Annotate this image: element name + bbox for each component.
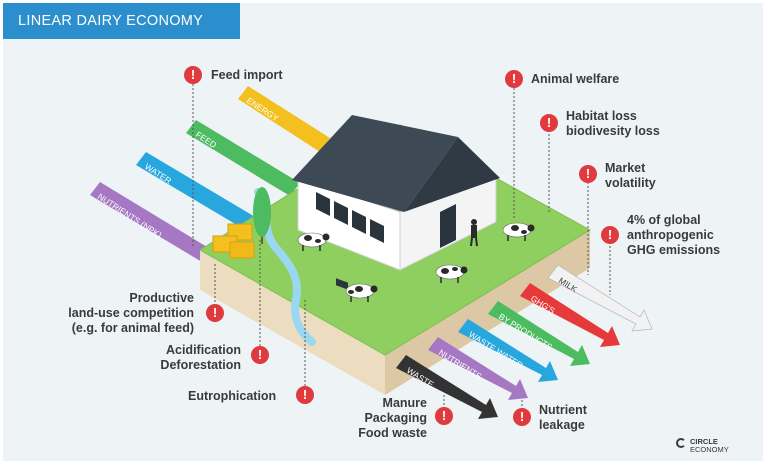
cow-icon — [297, 232, 330, 251]
warning-icon-nutrient-leakage: ! — [513, 408, 531, 426]
cow-icon — [345, 283, 378, 302]
issue-eutrophication: Eutrophication — [188, 389, 277, 403]
output-arrow-milk: MILK — [547, 264, 653, 332]
warning-icon-animal-welfare: ! — [505, 70, 523, 88]
warning-icon-ghg: ! — [601, 226, 619, 244]
input-arrow-feed: FEED — [186, 120, 300, 196]
warning-icon-market: ! — [579, 165, 597, 183]
cow-icon — [502, 222, 535, 241]
warning-icon-eutrophication: ! — [296, 386, 314, 404]
warning-icon-land-use: ! — [206, 304, 224, 322]
warning-icon-feed-import: ! — [184, 66, 202, 84]
circle-logo-icon — [676, 438, 686, 448]
tree-icon — [253, 187, 271, 244]
cow-icon — [435, 264, 468, 283]
warning-icon-waste: ! — [435, 407, 453, 425]
hay-bales-icon — [212, 223, 255, 259]
warning-icon-acidification: ! — [251, 346, 269, 364]
circle-economy-logo: CIRCLE ECONOMY — [676, 438, 729, 454]
page-title: LINEAR DAIRY ECONOMY — [3, 3, 240, 39]
warning-icon-habitat: ! — [540, 114, 558, 132]
issue-animal-welfare: Animal welfare — [531, 72, 620, 86]
farmer-icon — [470, 219, 478, 247]
input-arrow-energy: ENERGY — [238, 86, 330, 152]
issue-feed-import: Feed import — [211, 68, 283, 82]
barn-icon — [292, 115, 500, 290]
